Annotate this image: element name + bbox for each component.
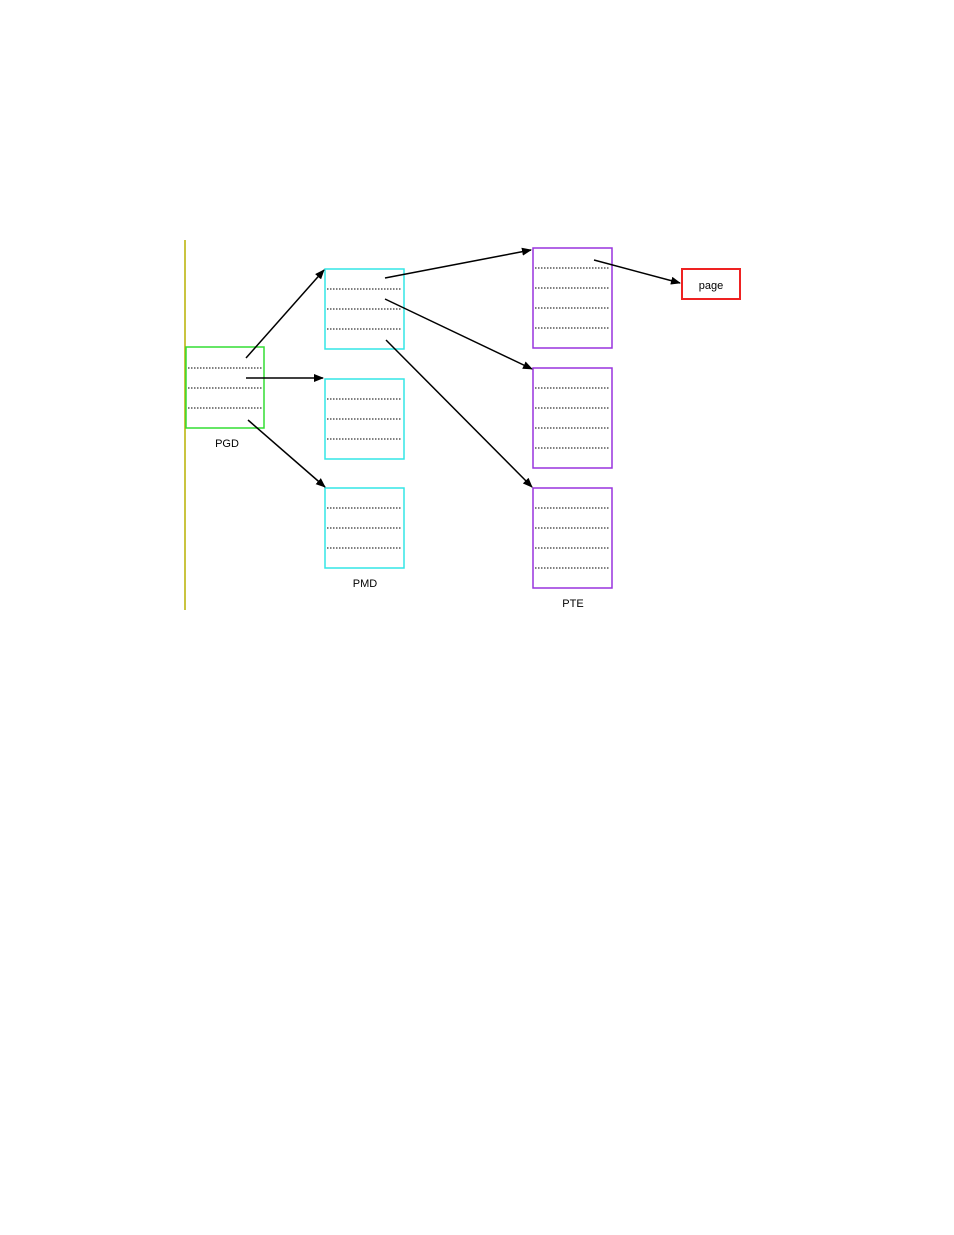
pte-label: PTE	[562, 598, 583, 610]
pgd-label: PGD	[215, 438, 239, 450]
pte-table-3	[533, 488, 612, 588]
arrow-pmd-to-pte-2	[385, 299, 532, 369]
page-node: page	[682, 269, 740, 299]
pmd-table-1	[325, 269, 404, 349]
arrow-pmd-to-pte-3	[386, 340, 532, 487]
pte-box	[533, 368, 612, 468]
pmd-label: PMD	[353, 578, 378, 590]
pmd-table-2	[325, 379, 404, 459]
pgd-table	[186, 347, 264, 428]
pmd-table-3	[325, 488, 404, 568]
page-label: page	[699, 280, 723, 292]
arrow-pmd-to-pte-1	[385, 250, 531, 278]
pte-box	[533, 248, 612, 348]
arrow-pgd-to-pmd-3	[248, 420, 325, 487]
arrow-pte-to-page	[594, 260, 680, 283]
arrows	[246, 250, 680, 487]
arrow-pgd-to-pmd-1	[246, 270, 324, 358]
pte-box	[533, 488, 612, 588]
pte-table-2	[533, 368, 612, 468]
pte-table-1	[533, 248, 612, 348]
